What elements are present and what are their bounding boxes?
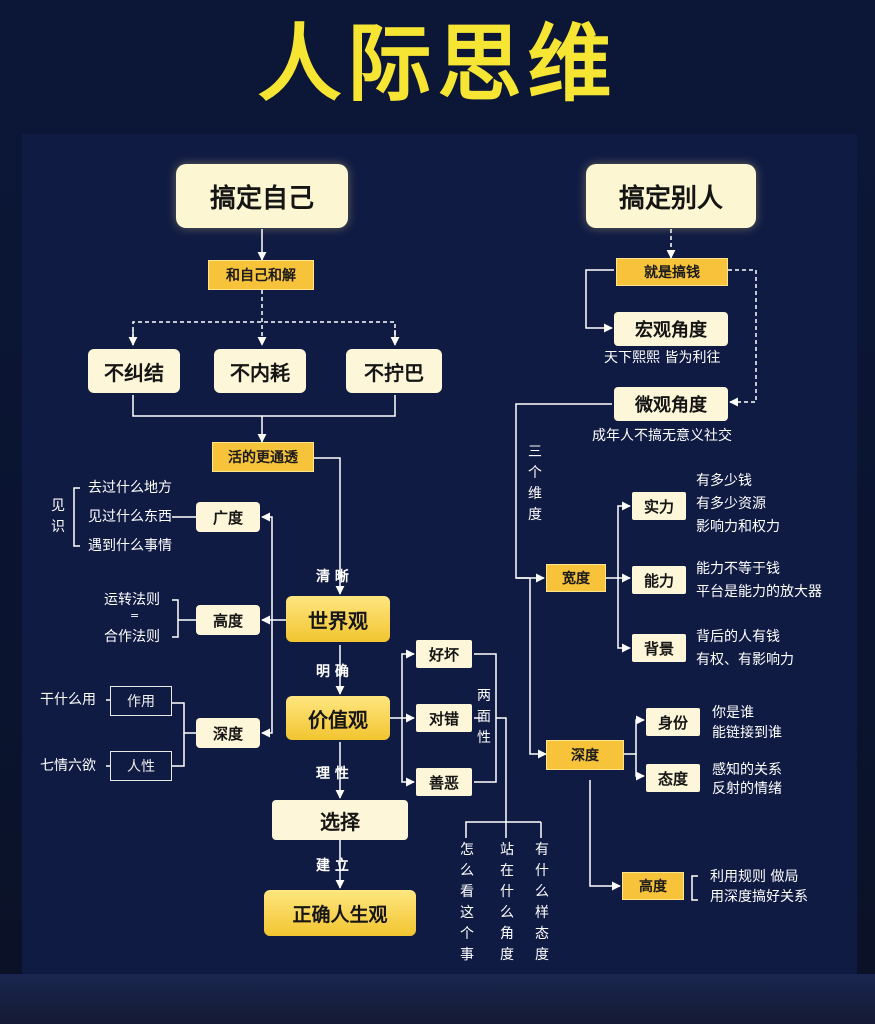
depth-item-2-box: 人性 [110,751,172,781]
world-view-box: 世界观 [286,596,390,642]
choice-label: 选择 [320,809,360,834]
depth-item-1-label: 作用 [127,694,155,710]
question-angle: 站在什么角度 [500,842,514,963]
attitude-line-1: 感知的关系 [712,762,782,778]
page-title: 人际思维 [257,15,618,113]
world-view-label: 世界观 [308,608,368,633]
depth-tag-right: 深度 [546,740,624,770]
life-view-label: 正确人生观 [292,903,388,926]
node-bunningba: 不拧巴 [346,349,442,393]
value-view-label: 价值观 [308,707,368,732]
strength-box: 实力 [632,492,686,520]
insight-item-1: 去过什么地方 [88,480,172,496]
money-label: 就是搞钱 [644,265,700,281]
node-bunningba-label: 不拧巴 [364,360,424,385]
height-item-2: 合作法则 [104,629,160,645]
depth-box-left: 深度 [196,718,260,748]
rational-label: 理 性 [316,766,349,782]
height-label-left: 高度 [212,611,243,630]
node-buneihao: 不内耗 [214,349,306,393]
macro-box: 宏观角度 [614,312,728,346]
choice-box: 选择 [272,800,408,840]
micro-label: 微观角度 [635,395,707,416]
pair-right-wrong-label: 对错 [428,709,459,728]
micro-box: 微观角度 [614,387,728,421]
identity-label: 身份 [657,713,688,732]
background-line-2: 有权、有影响力 [696,652,794,668]
height-box-left: 高度 [196,605,260,635]
pair-good-bad: 好坏 [416,640,472,668]
insight-item-3: 遇到什么事情 [88,538,172,554]
root-others-box: 搞定别人 [586,164,756,228]
background-line-1: 背后的人有钱 [696,629,780,645]
micro-note: 成年人不搞无意义社交 [592,428,732,444]
height-line-2: 用深度搞好关系 [710,889,808,905]
strength-line-2: 有多少资源 [696,496,766,512]
root-self-box: 搞定自己 [176,164,348,228]
height-label-right: 高度 [639,879,667,895]
background-label: 背景 [643,639,674,658]
live-label: 活的更通透 [228,450,298,466]
reconcile-tag: 和自己和解 [208,260,314,290]
live-tag: 活的更通透 [212,442,314,472]
depth-label-left: 深度 [212,724,243,743]
height-tag-right: 高度 [622,872,684,900]
pair-right-wrong: 对错 [416,704,472,732]
strength-line-1: 有多少钱 [696,473,752,489]
value-view-box: 价值观 [286,696,390,740]
ability-line-2: 平台是能力的放大器 [696,584,822,600]
three-dim-label: 三个维度 [528,444,542,523]
macro-label: 宏观角度 [635,320,707,341]
depth-item-1-text: 干什么用 [40,692,96,708]
attitude-box: 态度 [646,764,700,792]
background-box: 背景 [632,634,686,662]
height-line-1: 利用规则 做局 [710,869,799,885]
life-view-box: 正确人生观 [264,890,416,936]
ability-line-1: 能力不等于钱 [696,561,780,577]
ability-box: 能力 [632,566,686,594]
depth-item-1-box: 作用 [110,686,172,716]
money-tag: 就是搞钱 [616,258,728,286]
attitude-label: 态度 [657,769,688,788]
ability-label: 能力 [643,571,674,590]
depth-label-right: 深度 [571,748,599,764]
depth-item-2-text: 七情六欲 [40,758,96,774]
insight-item-2: 见过什么东西 [88,509,172,525]
question-view: 怎么看这个事 [460,842,474,963]
attitude-line-2: 反射的情绪 [712,781,782,797]
strength-line-3: 影响力和权力 [696,519,780,535]
macro-note: 天下熙熙 皆为利往 [604,350,721,366]
identity-box: 身份 [646,708,700,736]
strength-label: 实力 [643,497,674,516]
pair-virtue-evil-label: 善恶 [428,773,459,792]
node-bujiujie-label: 不纠结 [104,360,164,385]
build-label: 建 立 [316,858,349,874]
width-label: 宽度 [562,571,590,587]
question-attitude: 有什么样态度 [535,842,549,963]
depth-item-2-label: 人性 [127,759,155,775]
duality-label: 两面性 [477,688,491,746]
identity-line-2: 能链接到谁 [712,725,782,741]
height-item-1: 运转法则 [104,592,160,608]
breadth-label: 广度 [212,508,243,527]
pair-good-bad-label: 好坏 [428,645,459,664]
node-buneihao-label: 不内耗 [230,360,290,385]
root-others-label: 搞定别人 [618,183,723,214]
root-self-label: 搞定自己 [209,183,314,214]
breadth-box: 广度 [196,502,260,532]
reconcile-label: 和自己和解 [226,268,296,284]
insight-label: 见识 [51,498,65,535]
explicit-label: 明 确 [316,664,349,680]
clear-label: 清 晰 [316,569,349,585]
width-tag: 宽度 [546,564,606,592]
node-bujiujie: 不纠结 [88,349,180,393]
identity-line-1: 你是谁 [712,705,754,721]
bottom-strip [0,974,875,1024]
pair-virtue-evil: 善恶 [416,768,472,796]
height-item-eq: = [130,609,140,622]
